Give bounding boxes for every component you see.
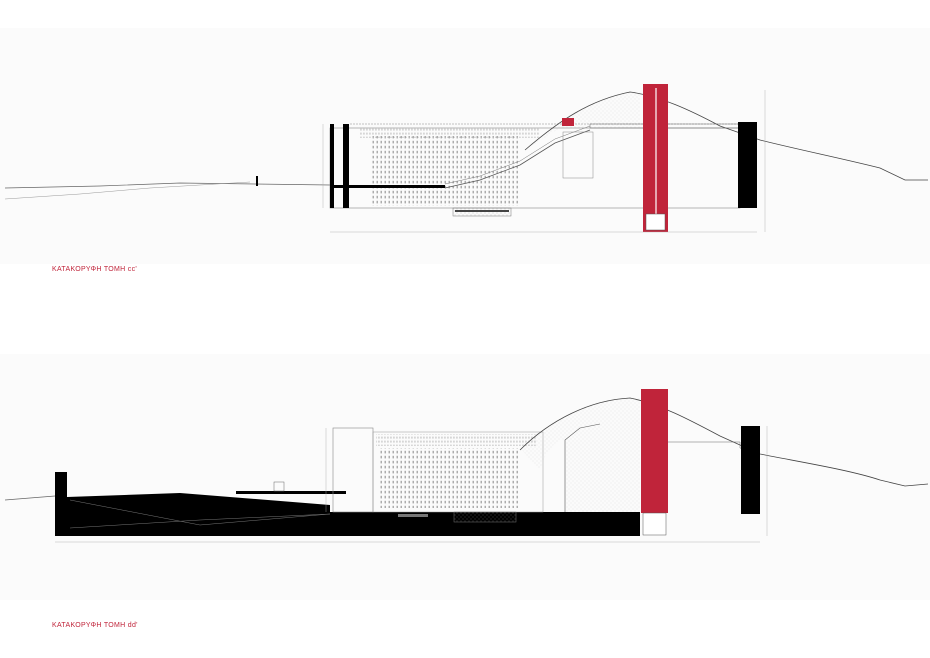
wall-black-left — [330, 124, 334, 208]
seating-upper — [376, 434, 536, 446]
terrain-left-line — [4, 182, 331, 189]
stage-floor — [333, 185, 445, 188]
section-dd-caption: ΚΑΤΑΚΟΡΥΦΗ ΤΟΜΗ dd' — [52, 622, 138, 629]
terrain-left-line — [4, 495, 56, 501]
red-block-small — [562, 118, 574, 126]
foundation-inner-line-2 — [69, 499, 331, 526]
pit-base — [455, 210, 509, 212]
wall-black-right — [741, 426, 760, 514]
stage-floor — [236, 491, 346, 494]
red-tower-base — [645, 213, 666, 231]
ramp-rail — [444, 125, 591, 185]
seating-bank — [372, 136, 520, 206]
red-tower — [641, 389, 668, 513]
hill-fill — [522, 398, 640, 512]
hill-profile — [519, 397, 929, 487]
foundation-black — [55, 472, 640, 536]
seating-upper — [360, 128, 540, 138]
terrain-left-line-lower — [4, 181, 251, 200]
service-box — [562, 131, 594, 179]
ramp — [444, 129, 591, 189]
orchestra-pit — [453, 511, 517, 523]
hill-inner-line — [564, 423, 601, 512]
left-marker — [256, 176, 258, 186]
auditorium-envelope — [332, 427, 374, 513]
stage-block — [273, 481, 285, 492]
section-cc-drawing — [4, 84, 928, 233]
pit-step — [398, 514, 428, 517]
section-cc-caption: ΚΑΤΑΚΟΡΥΦΗ ΤΟΜΗ cc' — [52, 266, 138, 273]
foundation-inner-line — [69, 513, 331, 529]
wall-black-left-2 — [343, 124, 349, 208]
wall-black-right — [738, 122, 757, 208]
hill-profile — [524, 91, 928, 181]
hill-fill — [525, 92, 640, 150]
red-tower-base — [642, 512, 667, 536]
section-dd-drawing — [4, 389, 929, 543]
seating-bank — [380, 448, 520, 508]
